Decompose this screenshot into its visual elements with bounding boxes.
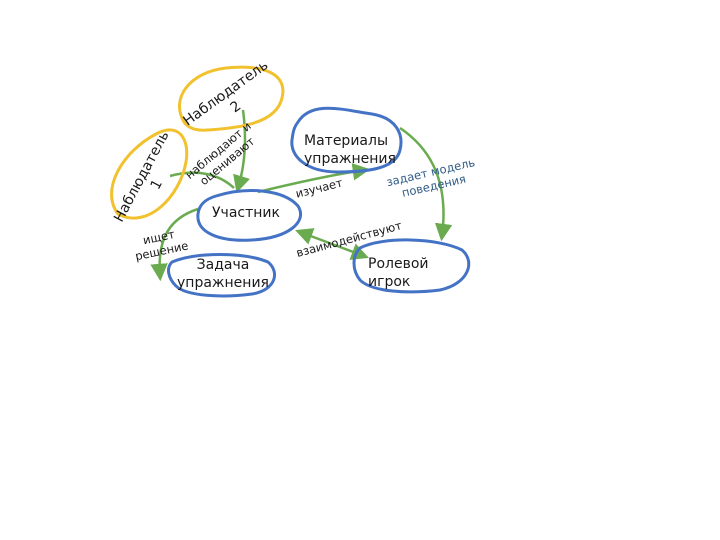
arrow-participant-roleplayer-interaction: [295, 228, 369, 260]
edge-label-interact: взаимодействуют: [295, 218, 404, 260]
arrow-observer2-to-participant: [233, 109, 250, 194]
participant-label: Участник: [212, 205, 280, 221]
observer-2-label-line2: 2: [228, 98, 245, 116]
materials-label-line2: упражнения: [304, 151, 396, 167]
edge-label-interact-text: взаимодействуют: [295, 218, 404, 260]
task-label-line2: упражнения: [177, 275, 269, 291]
edge-label-seeks-line1: ищет: [142, 227, 177, 247]
materials-outline: [290, 106, 403, 174]
participant-node: Участник: [196, 189, 302, 242]
observer-1-label-line2: 1: [148, 177, 166, 192]
arrow-observer1-to-participant: [169, 171, 235, 189]
roleplayer-label-line2: игрок: [368, 274, 410, 290]
observer-1-node: Наблюдатель 1: [110, 128, 189, 225]
roleplayer-label-line1: Ролевой: [368, 256, 428, 272]
task-outline: [167, 253, 277, 298]
arrow-participant-to-task: [150, 207, 199, 282]
arrow-materials-to-roleplayer: [399, 126, 453, 242]
materials-label-line1: Материалы: [304, 133, 388, 149]
roleplayer-node: Ролевой игрок: [352, 238, 471, 294]
participant-outline: [196, 189, 302, 242]
roleplayer-outline: [352, 238, 471, 294]
observer-1-outline: [110, 128, 189, 220]
materials-node: Материалы упражнения: [290, 106, 403, 174]
task-node: Задача упражнения: [167, 253, 277, 298]
observer-2-outline: [178, 65, 285, 132]
task-label-line1: Задача: [197, 257, 250, 273]
